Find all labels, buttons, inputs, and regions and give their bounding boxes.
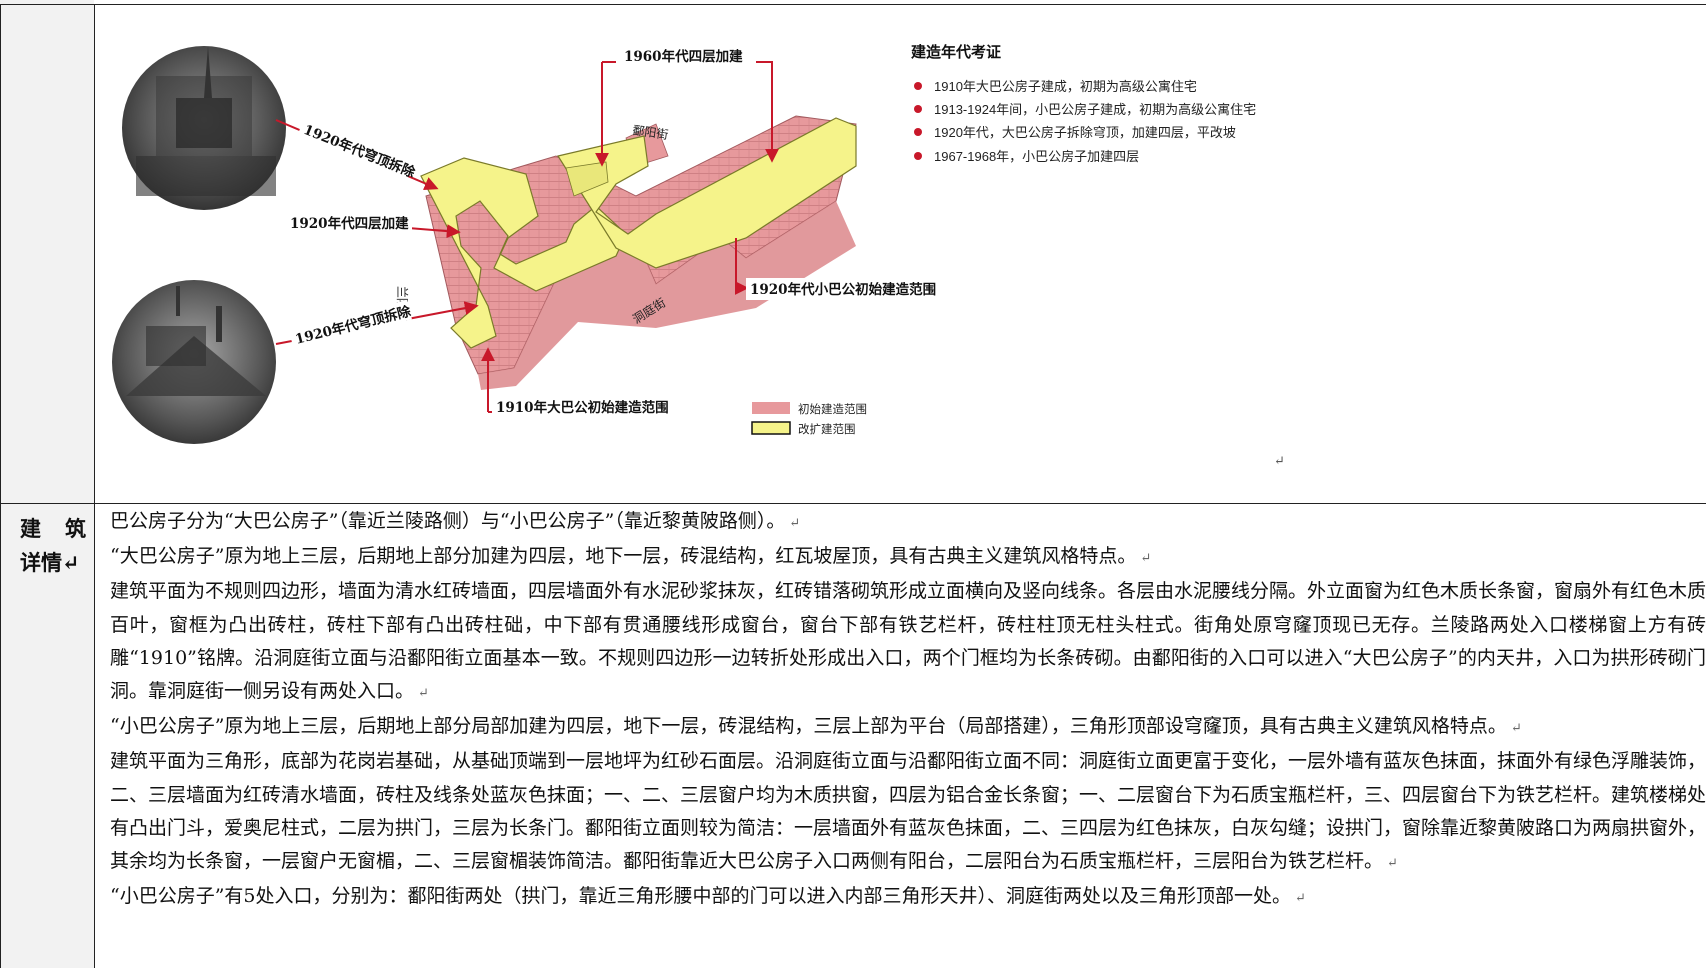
svg-text:1910年大巴公初始建造范围: 1910年大巴公初始建造范围 bbox=[496, 399, 669, 416]
bullet-icon bbox=[914, 82, 922, 90]
table-row-divider bbox=[0, 503, 1706, 504]
figure-canvas: 鄱阳街 兰陵路 洞庭街 1960年代四层加建 1920年代穹顶拆除 bbox=[112, 43, 1256, 444]
historic-photo-top bbox=[122, 46, 286, 210]
svg-text:1920年代穹顶拆除: 1920年代穹顶拆除 bbox=[301, 121, 418, 181]
chronology-item: 1913-1924年间，小巴公房子建成，初期为高级公寓住宅 bbox=[934, 102, 1256, 117]
legend-swatch-initial bbox=[752, 402, 790, 414]
historic-photo-bottom bbox=[112, 280, 276, 444]
figure-legend: 初始建造范围 改扩建范围 bbox=[751, 402, 867, 436]
row-header-char: 建 bbox=[20, 516, 41, 541]
callout-1960s: 1960年代四层加建 bbox=[616, 44, 756, 66]
bullet-icon bbox=[914, 152, 922, 160]
table-top-border bbox=[0, 4, 1706, 5]
paragraph: 建筑平面为三角形，底部为花岗岩基础，从基础顶端到一层地坪为红砂石面层。沿洞庭街立… bbox=[110, 750, 1706, 873]
chronology-panel: 建造年代考证 1910年大巴公房子建成，初期为高级公寓住宅 1913-1924年… bbox=[911, 43, 1256, 164]
callout-small-bapu-range: 1920年代小巴公初始建造范围 bbox=[746, 278, 936, 300]
arrow-small-bapu-range bbox=[734, 238, 749, 295]
chronology-item: 1920年代，大巴公房子拆除穹顶，加建四层，平改坡 bbox=[934, 125, 1236, 140]
svg-text:1920年代四层加建: 1920年代四层加建 bbox=[290, 215, 409, 232]
chronology-item: 1967-1968年，小巴公房子加建四层 bbox=[934, 149, 1139, 164]
svg-text:1920年代小巴公初始建造范围: 1920年代小巴公初始建造范围 bbox=[750, 281, 936, 298]
chronology-title: 建造年代考证 bbox=[911, 43, 1001, 61]
callout-fourth-floor: 1920年代四层加建 bbox=[286, 212, 412, 234]
row-header-line2: 详情↵ bbox=[20, 550, 80, 575]
paragraph: “小巴公房子”有5处入口，分别为：鄱阳街两处（拱门，靠近三角形腰中部的门可以进入… bbox=[110, 885, 1306, 908]
building-details-text: 巴公房子分为“大巴公房子”（靠近兰陵路侧）与“小巴公房子”（靠近黎黄陂路侧）。↵… bbox=[110, 505, 1706, 915]
bullet-icon bbox=[914, 105, 922, 113]
bullet-icon bbox=[914, 128, 922, 136]
table-left-border bbox=[0, 4, 1, 968]
row-header-line1: 建 筑 bbox=[20, 513, 86, 543]
table-header-column bbox=[0, 0, 94, 968]
legend-swatch-expanded bbox=[751, 421, 791, 435]
paragraph: 建筑平面为不规则四边形，墙面为清水红砖墙面，四层墙面外有水泥砂浆抹灰，红砖错落砌… bbox=[110, 580, 1706, 703]
callout-dome-upper: 1920年代穹顶拆除 bbox=[297, 116, 418, 181]
expanded-roof-big-bapu bbox=[420, 157, 627, 349]
paragraph: 巴公房子分为“大巴公房子”（靠近兰陵路侧）与“小巴公房子”（靠近黎黄陂路侧）。↵ bbox=[110, 510, 801, 532]
legend-label-initial: 初始建造范围 bbox=[798, 402, 867, 416]
row-header-char: 筑 bbox=[65, 516, 86, 541]
building-massing bbox=[420, 115, 857, 390]
building-evolution-figure: 鄱阳街 兰陵路 洞庭街 1960年代四层加建 1920年代穹顶拆除 bbox=[96, 6, 1704, 502]
svg-text:1960年代四层加建: 1960年代四层加建 bbox=[624, 48, 743, 65]
callout-big-bapu-range: 1910年大巴公初始建造范围 bbox=[492, 396, 669, 418]
chronology-item: 1910年大巴公房子建成，初期为高级公寓住宅 bbox=[934, 79, 1197, 94]
figure-return-mark: ↵ bbox=[1274, 454, 1285, 469]
paragraph: “小巴公房子”原为地上三层，后期地上部分局部加建为四层，地下一层，砖混结构，三层… bbox=[110, 715, 1522, 738]
paragraph: “大巴公房子”原为地上三层，后期地上部分加建为四层，地下一层，砖混结构，红瓦坡屋… bbox=[110, 545, 1152, 568]
street-label-poyang: 鄱阳街 bbox=[632, 123, 670, 142]
expanded-roof-small-bapu bbox=[557, 117, 857, 269]
table-column-divider bbox=[94, 4, 95, 968]
legend-label-expanded: 改扩建范围 bbox=[798, 422, 856, 436]
callout-dome-lower: 1920年代穹顶拆除 bbox=[288, 299, 413, 349]
arrow-fourth-floor bbox=[407, 224, 461, 239]
